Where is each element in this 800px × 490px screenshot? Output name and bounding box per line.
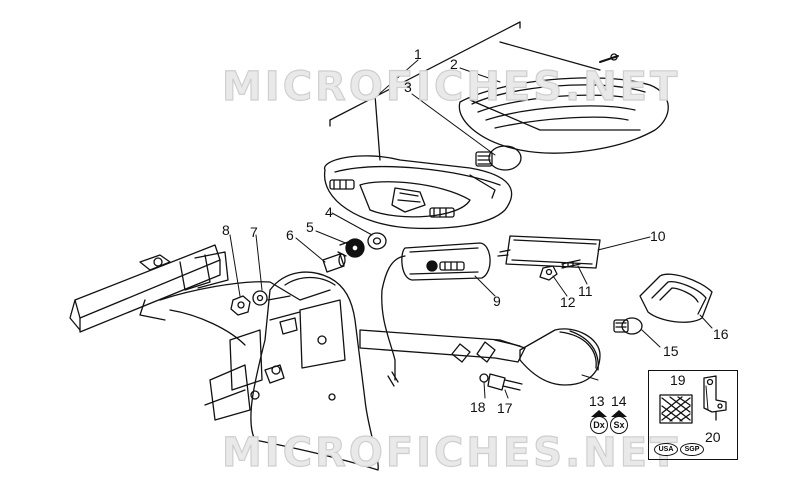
- callout-20: 20: [705, 429, 721, 445]
- group-1-bracket: [329, 21, 601, 161]
- callout-13: 13: [589, 393, 605, 409]
- screw-17: [487, 373, 523, 391]
- dx-marker-triangle: [591, 410, 607, 417]
- watermark-top: MICROFICHES.NET: [221, 63, 681, 110]
- license-light: [381, 242, 491, 387]
- callout-9: 9: [493, 293, 501, 309]
- sx-marker-triangle: [611, 410, 627, 417]
- nut-12: [539, 265, 558, 281]
- callout-15: 15: [663, 343, 679, 359]
- rear-reflector: [497, 235, 601, 269]
- indicator-bulb: [613, 317, 643, 335]
- reflector-bracket-20: [703, 375, 727, 421]
- callout-6: 6: [286, 227, 294, 243]
- callout-2: 2: [450, 56, 458, 72]
- callout-18: 18: [470, 399, 486, 415]
- callout-10: 10: [650, 228, 666, 244]
- license-plate-holder: [250, 271, 379, 471]
- regional-variant-inset: [648, 370, 738, 460]
- callout-17: 17: [497, 400, 513, 416]
- rear-frame-bracket: [69, 244, 331, 421]
- tail-light-housing: [324, 155, 513, 230]
- leader-lines: [229, 59, 713, 411]
- callout-12: 12: [560, 294, 576, 310]
- sx-badge: Sx: [610, 416, 628, 434]
- turn-signal-indicator: [359, 328, 601, 386]
- sgp-badge: SGP: [680, 443, 704, 456]
- indicator-rubber-boot: [639, 273, 713, 323]
- dx-badge: Dx: [590, 416, 608, 434]
- watermark-bottom: MICROFICHES.NET: [221, 429, 681, 476]
- tail-light-lens: [458, 53, 669, 154]
- nut-8: [230, 295, 251, 316]
- washer-18: [479, 373, 489, 383]
- callout-5: 5: [306, 219, 314, 235]
- callout-7: 7: [250, 224, 258, 240]
- callout-1: 1: [414, 46, 422, 62]
- washer-4: [367, 232, 387, 250]
- callout-19: 19: [670, 372, 686, 388]
- spacer-6: [322, 253, 346, 273]
- screw-11: [561, 259, 581, 269]
- callout-14: 14: [611, 393, 627, 409]
- callout-3: 3: [404, 79, 412, 95]
- reflector-19: [659, 394, 693, 424]
- usa-badge: USA: [654, 443, 678, 456]
- tail-bulb: [475, 145, 522, 171]
- callout-8: 8: [222, 222, 230, 238]
- callout-4: 4: [325, 204, 333, 220]
- washer-7: [252, 290, 268, 306]
- callout-16: 16: [713, 326, 729, 342]
- callout-11: 11: [578, 283, 593, 299]
